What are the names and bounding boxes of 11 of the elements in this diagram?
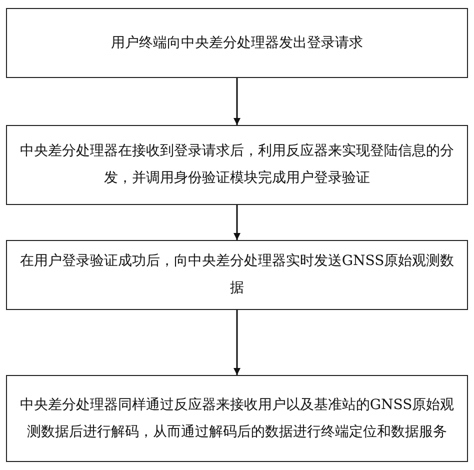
process-box bbox=[6, 8, 468, 78]
step-text: 中央差分处理器同样通过反应器来接收用户以及基准站的GNSS原始观测数据后进行解码，从而通过解码后的数据进行终端定位和数据服务 bbox=[18, 396, 456, 442]
process-box bbox=[6, 375, 468, 462]
step-text: 用户终端向中央差分处理器发出登录请求 bbox=[111, 34, 363, 53]
step-text: 中央差分处理器在接收到登录请求后，利用反应器来实现登陆信息的分发，并调用身份验证模块完成用户登录验证 bbox=[19, 142, 455, 188]
process-box bbox=[6, 240, 468, 310]
arrow bbox=[234, 78, 240, 125]
arrow bbox=[234, 310, 240, 375]
arrow bbox=[234, 205, 240, 240]
step-text: 在用户登录验证成功后，向中央差分处理器实时发送GNSS原始观测数据 bbox=[18, 252, 456, 298]
process-box bbox=[6, 125, 468, 205]
